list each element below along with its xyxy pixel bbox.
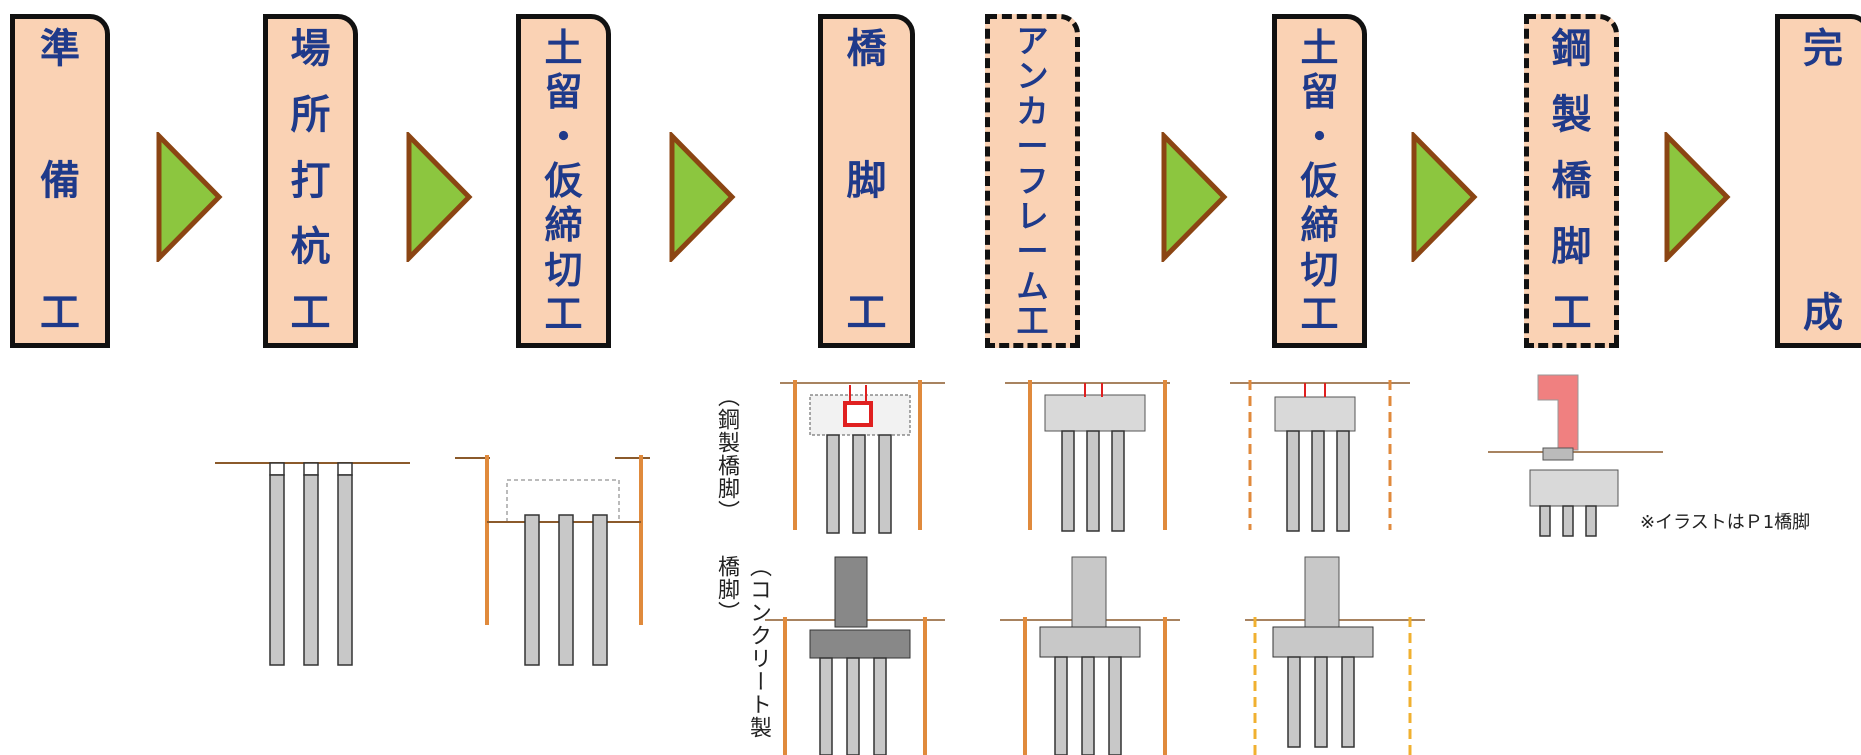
step-kansei: 完成 [1775, 14, 1861, 348]
step-label: 土留・仮締切工 [544, 26, 583, 336]
step-label: アンカーフレーム工 [1016, 22, 1049, 340]
step-label: 場所打杭工 [290, 26, 331, 336]
step-label: 土留・仮締切工 [1300, 26, 1339, 336]
steel-anchor-frame-illustration [1005, 380, 1170, 532]
step-bashouchi: 場所打杭工 [263, 14, 358, 348]
concrete-anchor-frame-illustration [1000, 556, 1180, 755]
step-dodome-1: 土留・仮締切工 [516, 14, 611, 348]
concrete-pier-label: （コンクリート製橋脚） [714, 555, 771, 739]
note-text: ※イラストはＰ1橋脚 [1640, 512, 1811, 533]
steel-pier-work-illustration [780, 380, 945, 534]
steel-cofferdam-illustration [1230, 380, 1410, 532]
step-label: 鋼製橋脚工 [1551, 26, 1592, 336]
step-junbi: 準備工 [10, 14, 110, 348]
arrow-icon [669, 132, 736, 262]
steel-pier-label: （鋼製橋脚） [714, 385, 739, 523]
concrete-pier-work-illustration [765, 556, 945, 755]
step-anchor-frame: アンカーフレーム工 [985, 14, 1080, 348]
step-label: 完成 [1803, 26, 1843, 336]
pile-illustration [215, 462, 410, 666]
step-dodome-2: 土留・仮締切工 [1272, 14, 1367, 348]
steel-pier-illustration [1488, 374, 1663, 537]
cofferdam-illustration [455, 455, 650, 666]
arrow-icon [156, 132, 223, 262]
step-kosei-kyoukyaku: 鋼製橋脚工 [1524, 14, 1619, 348]
arrow-icon [1664, 132, 1731, 262]
step-label: 準備工 [40, 26, 80, 336]
arrow-icon [1411, 132, 1478, 262]
arrow-icon [406, 132, 473, 262]
step-kyoukyaku: 橋脚工 [818, 14, 915, 348]
arrow-icon [1161, 132, 1228, 262]
concrete-cofferdam-illustration [1245, 556, 1425, 755]
step-label: 橋脚工 [846, 26, 887, 336]
